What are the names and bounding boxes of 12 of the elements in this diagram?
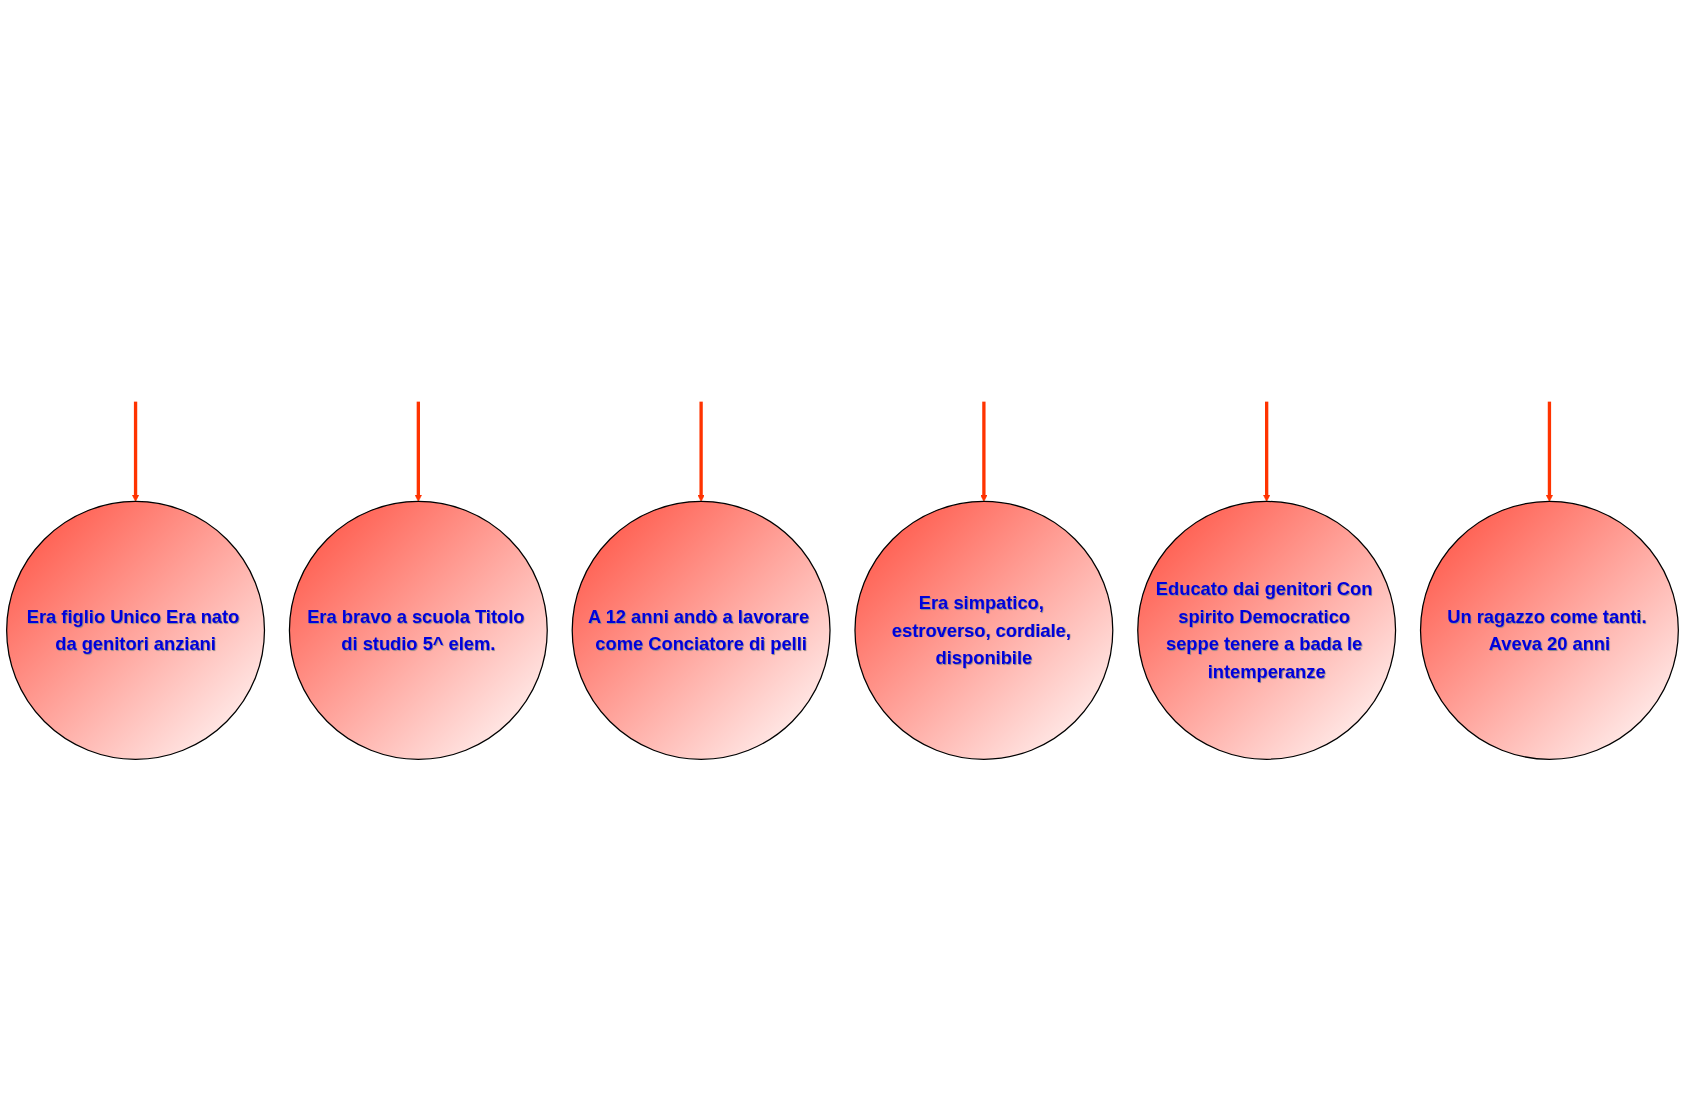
arrow bbox=[980, 401, 988, 502]
node-circle: Un ragazzo come tanti. Aveva 20 anni bbox=[1419, 500, 1679, 760]
node-circle: Era bravo a scuola Titolo di studio 5^ elem. bbox=[288, 500, 548, 760]
arrow bbox=[1263, 401, 1271, 502]
node-circle: Era simpatico, estroverso, cordiale, disponibile bbox=[854, 500, 1114, 760]
node-circle: A 12 anni andò a lavorare come Conciatore di pelli bbox=[571, 500, 831, 760]
arrow bbox=[414, 401, 422, 502]
arrow bbox=[1545, 401, 1554, 502]
arrow bbox=[131, 401, 140, 502]
arrow bbox=[697, 401, 705, 502]
node-circle: Educato dai genitori Con spirito Democratico seppe tenere a bada le intemperanze bbox=[1137, 500, 1397, 760]
node-circle: Era figlio Unico Era nato da genitori anziani bbox=[6, 500, 266, 760]
